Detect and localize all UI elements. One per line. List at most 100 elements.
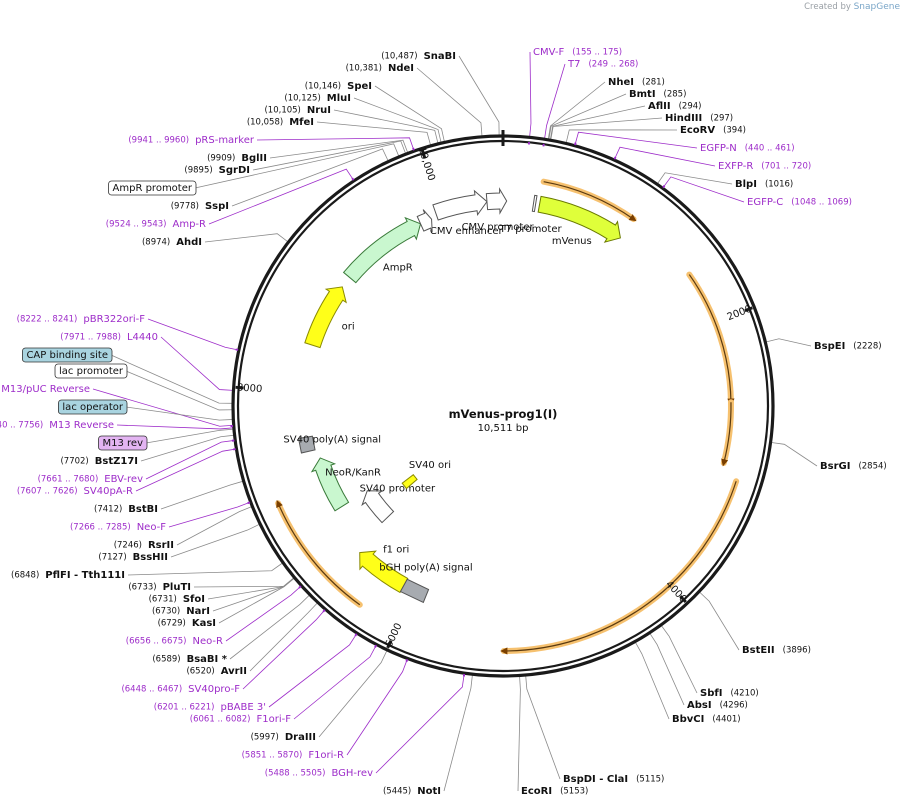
site-name: SV40pro-F — [188, 684, 240, 695]
leader-line-bspei — [765, 338, 812, 347]
leader-line-sbfi — [660, 624, 698, 694]
feature-mvenus — [537, 195, 621, 243]
site-label-pbr322ori-f: pBR322ori-F(8222 .. 8241) — [17, 314, 146, 325]
tick-label-8000: 8000 — [237, 382, 263, 395]
site-name: CMV-F — [533, 47, 564, 58]
site-coordinate: (6730) — [152, 607, 180, 617]
feature-label-t7-promoter: T7 promoter — [499, 224, 563, 235]
leader-line-snabi — [458, 55, 500, 137]
site-name: PflFI - Tth111I — [45, 570, 125, 581]
leader-line-bspdi-clai — [525, 675, 561, 780]
leader-line-nhei — [547, 81, 606, 140]
orf-layer — [275, 178, 740, 655]
site-coordinate: (7607 .. 7626) — [17, 487, 78, 497]
leader-line-bstbi — [160, 480, 244, 510]
feature-label-sv40-poly-a-signal: SV40 poly(A) signal — [283, 434, 381, 445]
site-label-sv40pro-f: SV40pro-F(6448 .. 6467) — [121, 684, 240, 695]
site-label-avrii: AvrII(6520) — [186, 666, 247, 677]
label-layer: SnaBI(10,487)NdeI(10,381)SpeI(10,146)Mlu… — [0, 47, 887, 797]
leader-line-bstz17i — [140, 434, 235, 462]
site-name: T7 — [567, 59, 580, 70]
site-coordinate: (5488 .. 5505) — [265, 769, 326, 779]
leader-line-absi — [649, 632, 685, 706]
site-coordinate: (7246) — [114, 541, 142, 551]
site-coordinate: (9524 .. 9543) — [106, 220, 167, 230]
site-name: SbfI — [700, 688, 722, 699]
plasmid-name: mVenus-prog1(I) — [449, 407, 558, 421]
site-coordinate: (10,381) — [346, 64, 382, 74]
leader-line-m13-rev — [145, 428, 235, 444]
leader-line-neo-r — [225, 585, 302, 642]
site-label-m13-reverse: M13 Reverse(7740 .. 7756) — [0, 420, 114, 431]
site-name: DraIII — [285, 732, 316, 743]
site-label-t7: T7 (249 .. 268) — [567, 59, 638, 70]
leader-line-bmti — [548, 93, 627, 140]
site-name: M13/pUC Reverse — [1, 384, 90, 395]
site-label-spei: SpeI(10,146) — [305, 81, 372, 92]
leader-line-mfei — [316, 121, 432, 146]
site-name: F1ori-R — [308, 750, 344, 761]
leader-line-bbvci — [634, 641, 670, 720]
site-coordinate: (394) — [723, 126, 746, 136]
site-name: BstZ17I — [95, 456, 138, 467]
site-label-absi: AbsI(4296) — [687, 700, 748, 711]
site-label-rsrii: RsrII(7246) — [114, 540, 174, 551]
site-label-bspdi-clai: BspDI - ClaI(5115) — [563, 774, 664, 785]
leader-line-draiii — [318, 649, 388, 738]
site-name: EBV-rev — [104, 474, 143, 485]
site-label-cap-binding-site: CAP binding site — [22, 347, 113, 363]
site-coordinate: (297) — [710, 114, 733, 124]
leader-line-bsabi — [229, 594, 311, 660]
site-label-nari: NarI(6730) — [152, 606, 210, 617]
primer-site-14 — [354, 633, 358, 637]
site-coordinate: (701 .. 720) — [761, 162, 811, 172]
leader-line-blpi — [656, 172, 733, 185]
leader-line-aflii — [549, 105, 646, 141]
site-label-draiii: DraIII(5997) — [251, 732, 316, 743]
site-name: Amp-R — [173, 219, 207, 230]
site-label-pflfi-tth111i: PflFI - Tth111I(6848) — [11, 570, 125, 581]
site-label-neo-r: Neo-R(6656 .. 6675) — [126, 636, 223, 647]
site-name: EXFP-R — [718, 161, 753, 172]
feature-tag-box — [98, 435, 148, 451]
site-name: Neo-F — [137, 522, 167, 533]
site-name: EcoRV — [680, 125, 715, 136]
site-name: AvrII — [221, 666, 247, 677]
backbone-inner-circle — [236, 139, 770, 673]
site-coordinate: (5115) — [636, 775, 664, 785]
site-label-nrui: NruI(10,105) — [264, 105, 331, 116]
site-coordinate: (249 .. 268) — [588, 60, 638, 70]
leader-line-bgh-rev — [375, 673, 465, 774]
site-coordinate: (6061 .. 6082) — [190, 715, 251, 725]
leader-line-l4440 — [160, 336, 234, 391]
site-label-prs-marker: pRS-marker(9941 .. 9960) — [128, 135, 255, 146]
site-label-blpi: BlpI(1016) — [735, 179, 793, 190]
site-coordinate: (4210) — [730, 689, 758, 699]
site-label-bsabi: BsaBI *(6589) — [152, 654, 227, 665]
primer-site-12 — [298, 585, 302, 589]
site-name: Neo-R — [193, 636, 224, 647]
tick-label-6000: 6000 — [384, 622, 405, 650]
leader-line-pbr322ori-f — [147, 318, 239, 351]
site-label-lac-operator: lac operator — [58, 399, 128, 415]
site-label-mfei: MfeI(10,058) — [247, 117, 314, 128]
leader-line-sgrdi — [252, 140, 407, 171]
feature-label-f1-ori: f1 ori — [383, 545, 409, 556]
leader-line-f1ori-f — [293, 644, 377, 720]
site-name: pBR322ori-F — [83, 314, 145, 325]
site-name: MfeI — [289, 117, 314, 128]
leader-line-sv40pro-f — [242, 609, 326, 690]
site-coordinate: (7702) — [60, 457, 88, 467]
site-label-hindiii: HindIII(297) — [665, 113, 733, 124]
site-label-pbabe-3: pBABE 3'(6201 .. 6221) — [154, 702, 266, 713]
leader-line-cap-binding-site — [110, 354, 234, 404]
site-label-amp-r: Amp-R (9524 .. 9543) — [106, 219, 206, 230]
site-coordinate: (155 .. 175) — [572, 48, 622, 58]
primer-site-15 — [374, 644, 378, 648]
site-name: BstBI — [128, 504, 158, 515]
leader-line-ecorv — [565, 129, 678, 144]
site-name: NruI — [307, 105, 331, 116]
leader-line-ampr-promoter — [194, 143, 400, 189]
leader-line-bsshii — [170, 523, 261, 558]
leader-line-ndei — [416, 67, 483, 137]
